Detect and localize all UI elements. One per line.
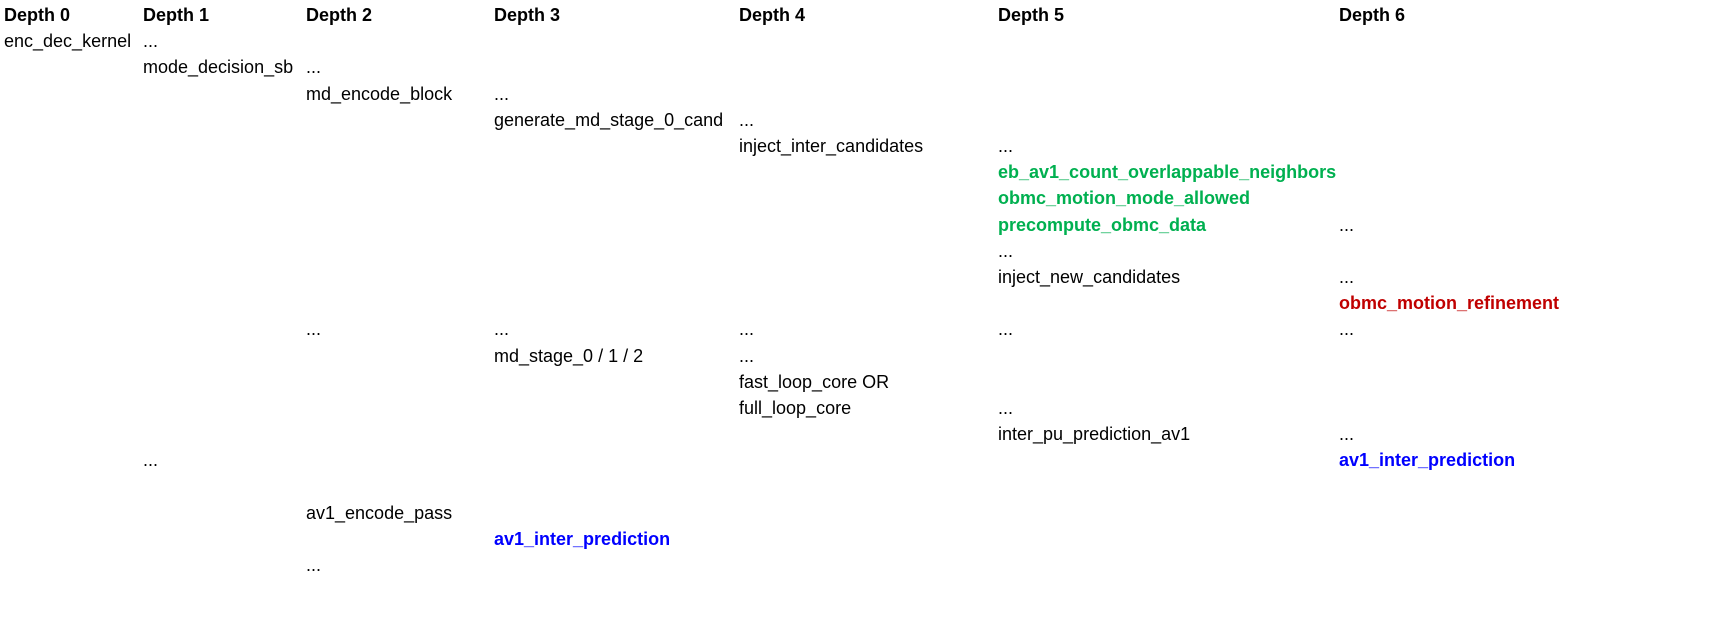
function-name-av1-encode-pass: av1_encode_pass — [306, 502, 453, 523]
ellipsis-marker: ... — [998, 136, 1014, 156]
ellipsis-marker: ... — [143, 450, 159, 471]
depth-header-1: Depth 1 — [143, 5, 210, 25]
ellipsis-marker: ... — [143, 31, 159, 52]
function-name-obmc-motion-refinement: obmc_motion_refinement — [1339, 293, 1560, 314]
ellipsis-marker: ... — [306, 57, 322, 78]
function-name-inject-new-candidates: inject_new_candidates — [998, 267, 1181, 287]
function-name-precompute-obmc-data: precompute_obmc_data — [998, 214, 1207, 235]
function-name-obmc-motion-mode-allowed: obmc_motion_mode_allowed — [998, 188, 1251, 209]
function-name-generate-md-stage-0-cand: generate_md_stage_0_cand — [494, 109, 724, 130]
ellipsis-marker: ... — [494, 319, 510, 340]
function-name-av1-inter-prediction: av1_inter_prediction — [1339, 450, 1516, 471]
ellipsis-marker: ... — [1339, 424, 1355, 445]
depth-header-2: Depth 2 — [306, 5, 373, 25]
ellipsis-marker: ... — [998, 398, 1014, 418]
function-name-md-encode-block: md_encode_block — [306, 83, 453, 104]
depth-header-5: Depth 5 — [998, 5, 1065, 25]
ellipsis-marker: ... — [306, 555, 322, 576]
ellipsis-marker: ... — [306, 319, 322, 340]
ellipsis-marker: ... — [739, 109, 755, 130]
function-name-fast-loop-core-or: fast_loop_core OR — [739, 371, 890, 392]
depth-header-4: Depth 4 — [739, 5, 806, 25]
depth-header-6: Depth 6 — [1339, 5, 1406, 25]
function-name-eb-av1-count-overlappable-neighbors: eb_av1_count_overlappable_neighbors — [998, 162, 1337, 183]
ellipsis-marker: ... — [1339, 319, 1355, 340]
function-name-mode-decision-sb: mode_decision_sb — [143, 57, 294, 78]
function-name-inject-inter-candidates: inject_inter_candidates — [739, 136, 924, 156]
function-name-av1-inter-prediction: av1_inter_prediction — [494, 529, 671, 549]
depth-header-0: Depth 0 — [4, 5, 71, 25]
ellipsis-marker: ... — [739, 345, 755, 366]
ellipsis-marker: ... — [739, 319, 755, 340]
function-name-inter-pu-prediction-av1: inter_pu_prediction_av1 — [998, 424, 1191, 445]
ellipsis-marker: ... — [1339, 267, 1355, 287]
depth-header-3: Depth 3 — [494, 5, 561, 25]
function-name-enc-dec-kernel: enc_dec_kernel — [4, 31, 132, 52]
function-name-full-loop-core: full_loop_core — [739, 398, 852, 418]
ellipsis-marker: ... — [494, 83, 510, 104]
function-name-md-stage-0-1-2: md_stage_0 / 1 / 2 — [494, 345, 644, 366]
ellipsis-marker: ... — [998, 319, 1014, 340]
ellipsis-marker: ... — [1339, 214, 1355, 235]
ellipsis-marker: ... — [998, 240, 1014, 261]
